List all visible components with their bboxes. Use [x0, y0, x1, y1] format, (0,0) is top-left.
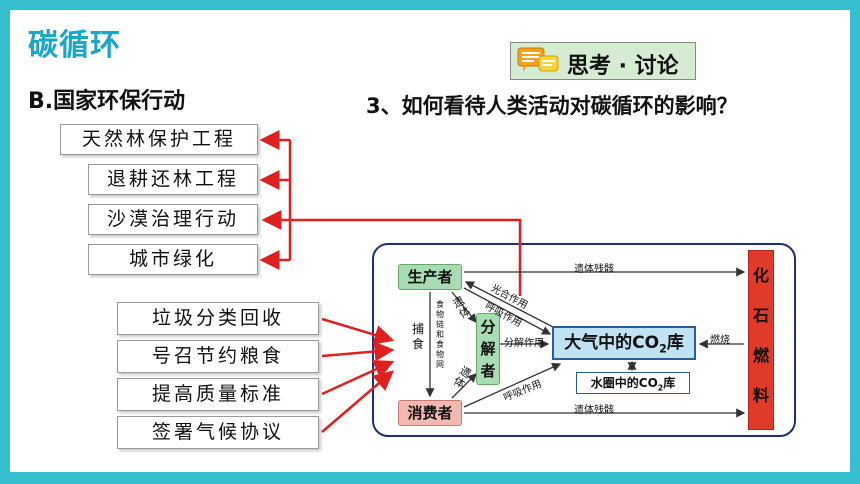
- food-chain-char: 和: [436, 330, 444, 339]
- food-chain-char: 链: [436, 320, 444, 329]
- food-chain-char: 物: [436, 350, 444, 359]
- action-box: 城市绿化: [88, 244, 258, 275]
- action-box: 天然林保护工程: [60, 124, 258, 155]
- badge-label: 思考 · 讨论: [567, 54, 679, 79]
- producer-node: 生产者: [398, 264, 462, 290]
- decomposer-char: 分: [480, 318, 496, 336]
- water-sub: 2: [657, 383, 664, 393]
- atmosphere-label: 大气中的CO: [564, 333, 660, 353]
- action-box: 退耕还林工程: [88, 164, 258, 195]
- predation-char: 食: [412, 337, 425, 351]
- discussion-badge: 思考 · 讨论: [510, 42, 696, 80]
- decomposer-char: 解: [480, 340, 496, 358]
- water-co2-node: 水圈中的CO2库: [576, 372, 690, 394]
- food-chain-char: 食: [436, 300, 444, 309]
- label-decomposition: 分解作用: [504, 338, 544, 349]
- atmosphere-sub: 2: [659, 342, 667, 356]
- decomposer-node: 分 解 者: [476, 313, 500, 385]
- atmosphere-suffix: 库: [666, 333, 684, 353]
- decomposer-char: 者: [480, 362, 496, 380]
- action-box: 沙漠治理行动: [88, 204, 258, 235]
- atmosphere-co2-node: 大气中的CO2库: [552, 326, 696, 360]
- action-box: 提高质量标准: [117, 378, 319, 411]
- water-suffix: 库: [663, 376, 676, 390]
- fossil-char: 料: [752, 386, 769, 405]
- action-box: 签署气候协议: [117, 416, 319, 449]
- label-remains-bottom: 遗体残骸: [574, 405, 614, 416]
- action-box: 号召节约粮食: [117, 340, 319, 373]
- fossil-fuel-node: 化 石 燃 料: [748, 250, 774, 430]
- label-burning: 燃烧: [710, 335, 730, 346]
- section-subtitle: B.国家环保行动: [28, 89, 186, 114]
- fossil-char: 燃: [752, 346, 769, 365]
- action-box: 垃圾分类回收: [117, 302, 319, 335]
- label-remains-top: 遗体残骸: [574, 264, 614, 275]
- page-title: 碳循环: [28, 28, 121, 63]
- label-predation: 捕 食: [412, 322, 424, 352]
- water-label: 水圈中的CO: [590, 376, 658, 390]
- question-text: 3、如何看待人类活动对碳循环的影响？: [366, 94, 738, 118]
- fossil-char: 化: [752, 266, 769, 285]
- predation-char: 捕: [412, 322, 425, 336]
- fossil-char: 石: [752, 306, 769, 325]
- label-food-chain: 食 物 链 和 食 物 网: [434, 300, 446, 370]
- food-chain-char: 网: [436, 360, 444, 369]
- consumer-node: 消费者: [398, 400, 462, 426]
- food-chain-char: 物: [436, 310, 444, 319]
- food-chain-char: 食: [436, 340, 444, 349]
- chat-bubbles-icon: [517, 47, 559, 72]
